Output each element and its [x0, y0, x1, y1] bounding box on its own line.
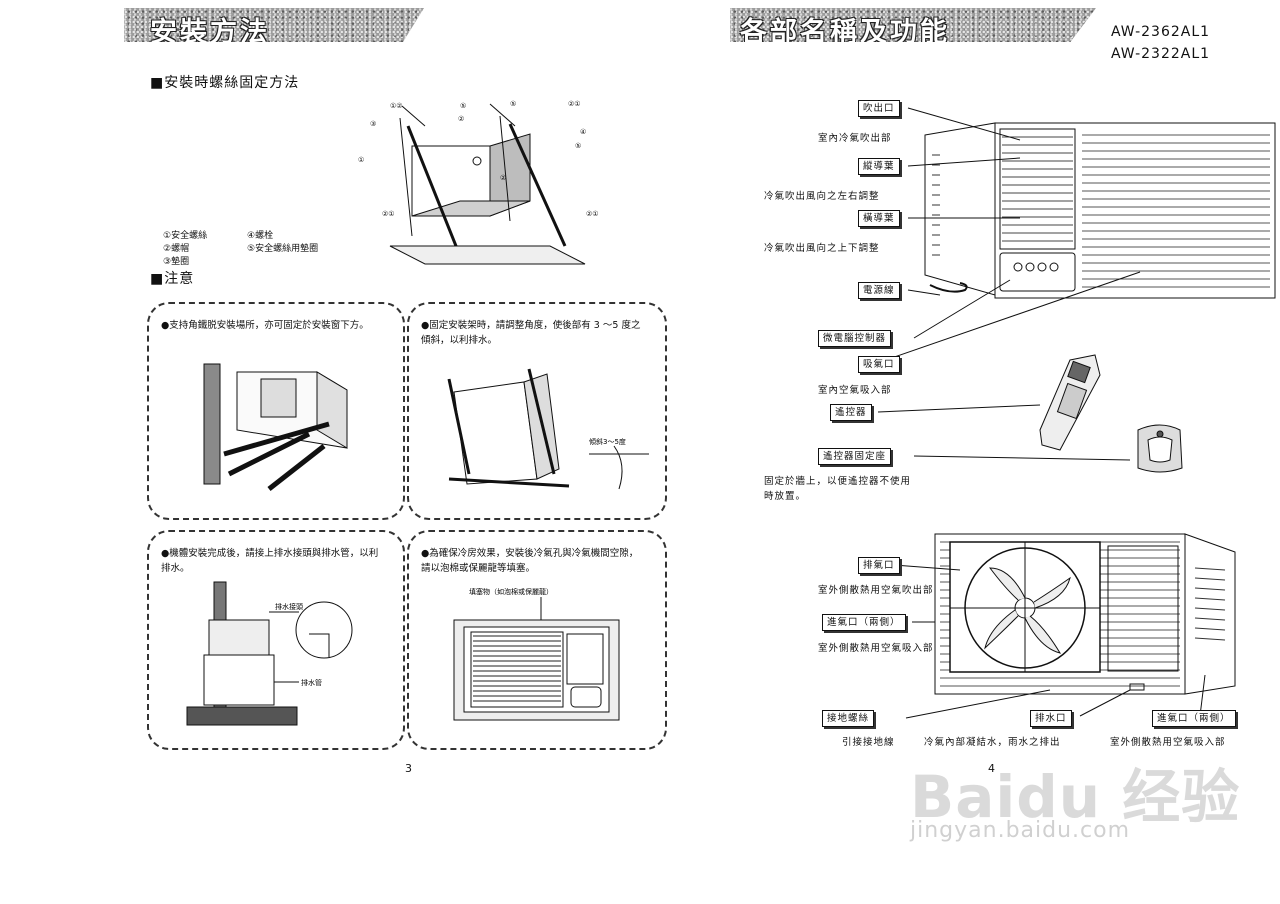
svg-text:④: ④: [580, 128, 586, 136]
section-notes: ■注意: [150, 271, 195, 287]
left-page: 安裝方法 ■安裝時螺絲固定方法 ①② ⑤ ⑤ ②① ③ ② ④ ⑤ ① ②① ②① ② ①安…: [124, 8, 667, 775]
legend-item-3: ③墊圈: [163, 257, 190, 267]
svg-text:②: ②: [500, 174, 506, 182]
right-page-title: 各部名稱及功能: [740, 17, 950, 48]
legend-item-2: ②螺帽: [163, 244, 190, 254]
desc-side-intake-bottom: 室外側散熱用空氣吸入部: [1110, 737, 1226, 748]
note-text-4: ●為確保冷房效果，安裝後冷氣孔與冷氣機間空隙，請以泡棉或保麗龍等填塞。: [421, 548, 639, 574]
desc-drain-outlet: 冷氣內部凝結水，雨水之排出: [924, 737, 1061, 748]
label-air-intake: 吸氣口: [858, 356, 900, 373]
desc-horizontal-louver: 冷氣吹出風向之上下調整: [764, 243, 880, 254]
legend-item-4: ④螺栓: [247, 231, 274, 241]
wall-mount-illustration: [203, 363, 348, 491]
desc-side-intake: 室外側散熱用空氣吸入部: [818, 643, 934, 654]
model-number-2: AW-2322AL1: [1111, 46, 1211, 62]
svg-text:②①: ②①: [586, 210, 599, 218]
right-title-bar: 各部名稱及功能: [730, 8, 1096, 42]
note-text-2: ●固定安裝架時，請調整角度，使後部有 3 ～5 度之傾斜，以利排水。: [421, 320, 641, 346]
legend-item-5: ⑤安全螺絲用墊圈: [247, 244, 319, 254]
desc-ground-screw: 引接接地線: [842, 737, 895, 748]
svg-text:②①: ②①: [568, 100, 581, 108]
label-remote-control: 遙控器: [830, 404, 872, 421]
svg-text:①: ①: [358, 156, 364, 164]
drain-pipe-annotation: 排水管: [301, 678, 322, 687]
label-drain-outlet: 排水口: [1030, 710, 1072, 727]
svg-text:⑤: ⑤: [575, 142, 581, 150]
left-title-bar: 安裝方法: [124, 8, 424, 42]
note-text-1: ●支持角鐵脱安裝場所，亦可固定於安裝窗下方。: [161, 320, 369, 331]
label-horizontal-louver: 橫導葉: [858, 210, 900, 227]
desc-remote-holder: 固定於牆上，以便遙控器不使用時放置。: [764, 476, 912, 502]
svg-text:②①: ②①: [382, 210, 395, 218]
leader-lines: [877, 107, 1206, 719]
note-box-2: ●固定安裝架時，請調整角度，使後部有 3 ～5 度之傾斜，以利排水。 傾斜3～5…: [407, 302, 667, 520]
seal-gap-illustration: 填塞物（如泡棉或保麗龍）: [453, 587, 620, 721]
desc-vertical-louver: 冷氣吹出風向之左右調整: [764, 191, 880, 202]
svg-text:⑤: ⑤: [460, 102, 466, 110]
svg-text:⑤: ⑤: [510, 100, 516, 108]
right-page: 各部名稱及功能 AW-2362AL1 AW-2322AL1: [690, 0, 1280, 904]
tilt-annotation: 傾斜3～5度: [589, 437, 626, 446]
note-text-3: ●機體安裝完成後，請接上排水接頭與排水管，以利排水。: [161, 548, 379, 574]
right-page-number: 4: [988, 762, 995, 775]
svg-text:②: ②: [458, 115, 464, 123]
label-side-intake: 進氣口（兩側）: [822, 614, 906, 631]
label-outlet: 吹出口: [858, 100, 900, 117]
note-box-4: ●為確保冷房效果，安裝後冷氣孔與冷氣機間空隙，請以泡棉或保麗龍等填塞。 填塞物（…: [407, 530, 667, 750]
front-unit-illustration: [924, 122, 1276, 299]
drain-illustration: 排水接頭 排水管: [186, 581, 353, 726]
bracket-diagram: ①② ⑤ ⑤ ②① ③ ② ④ ⑤ ① ②① ②① ②: [358, 100, 599, 265]
filler-annotation: 填塞物（如泡棉或保麗龍）: [469, 587, 553, 596]
drain-joint-annotation: 排水接頭: [275, 602, 303, 611]
label-exhaust: 排氣口: [858, 557, 900, 574]
baidu-watermark: Baidu 经验: [910, 763, 1241, 831]
left-page-number: 3: [405, 762, 412, 775]
label-power-cord: 電源線: [858, 282, 900, 299]
svg-text:③: ③: [370, 120, 376, 128]
desc-exhaust: 室外側散熱用空氣吹出部: [818, 585, 934, 596]
svg-text:①②: ①②: [390, 102, 403, 110]
note-box-1: ●支持角鐵脱安裝場所，亦可固定於安裝窗下方。: [147, 302, 405, 520]
label-vertical-louver: 縱導葉: [858, 158, 900, 175]
desc-outlet: 室內冷氣吹出部: [818, 133, 892, 144]
model-number-1: AW-2362AL1: [1111, 24, 1211, 40]
label-microcomputer-controller: 微電腦控制器: [818, 330, 892, 347]
label-ground-screw: 接地螺絲: [822, 710, 875, 727]
section-screw-fixing: ■安裝時螺絲固定方法: [150, 75, 300, 91]
note-box-3: ●機體安裝完成後，請接上排水接頭與排水管，以利排水。 排水接頭 排水管: [147, 530, 405, 750]
baidu-watermark-url: jingyan.baidu.com: [910, 818, 1131, 843]
bracket-tilt-illustration: 傾斜3～5度: [447, 368, 649, 490]
desc-air-intake: 室內空氣吸入部: [818, 385, 892, 396]
remote-control-illustration: [1039, 354, 1101, 451]
left-page-title: 安裝方法: [150, 17, 270, 48]
label-side-intake-bottom: 進氣口（兩側）: [1152, 710, 1236, 727]
remote-holder-illustration: [1137, 424, 1183, 473]
legend-item-1: ①安全螺絲: [163, 231, 208, 241]
label-remote-holder: 遙控器固定座: [818, 448, 892, 465]
rear-unit-illustration: [934, 533, 1236, 695]
